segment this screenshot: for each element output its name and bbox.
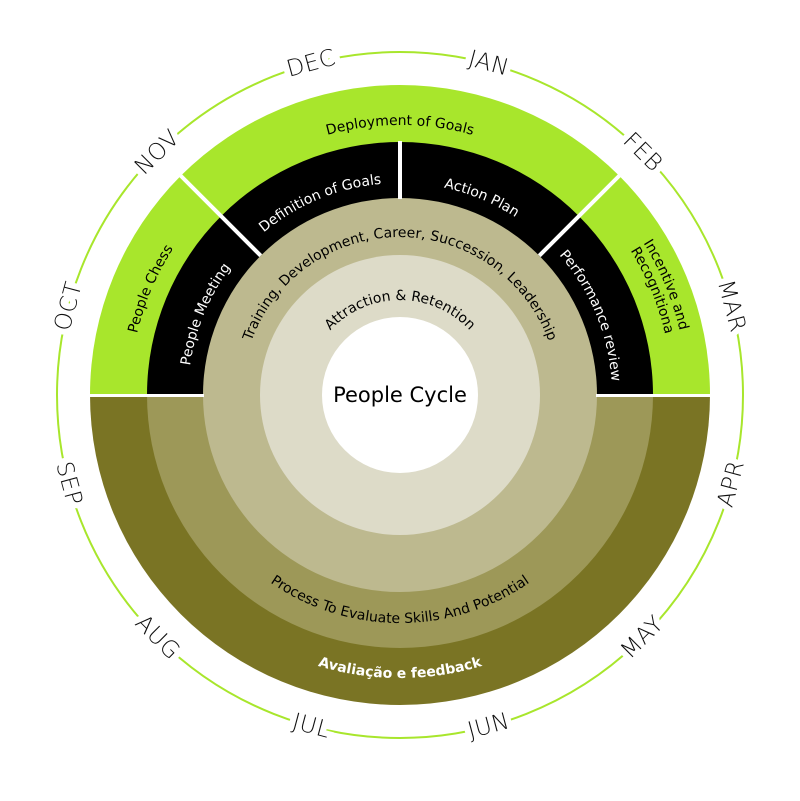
center-title: People Cycle — [333, 383, 467, 407]
month-label-sep: SEP — [50, 459, 87, 509]
dividers — [88, 141, 712, 397]
month-label-may: MAY — [616, 611, 669, 664]
month-label-jun: JUN — [465, 708, 513, 744]
month-label-mar: MAR — [712, 277, 751, 335]
month-label-apr: APR — [713, 458, 750, 510]
month-label-jan: JAN — [466, 46, 512, 82]
month-label-aug: AUG — [130, 610, 185, 665]
month-ring — [56, 51, 744, 739]
center-circle — [322, 317, 478, 473]
month-label-nov: NOV — [130, 125, 185, 180]
month-label-dec: DEC — [284, 45, 339, 83]
divider-upper-right — [537, 172, 623, 258]
month-label-oct: OCT — [50, 279, 88, 334]
divider-upper-left — [177, 172, 263, 258]
month-label-jul: JUL — [290, 709, 333, 744]
